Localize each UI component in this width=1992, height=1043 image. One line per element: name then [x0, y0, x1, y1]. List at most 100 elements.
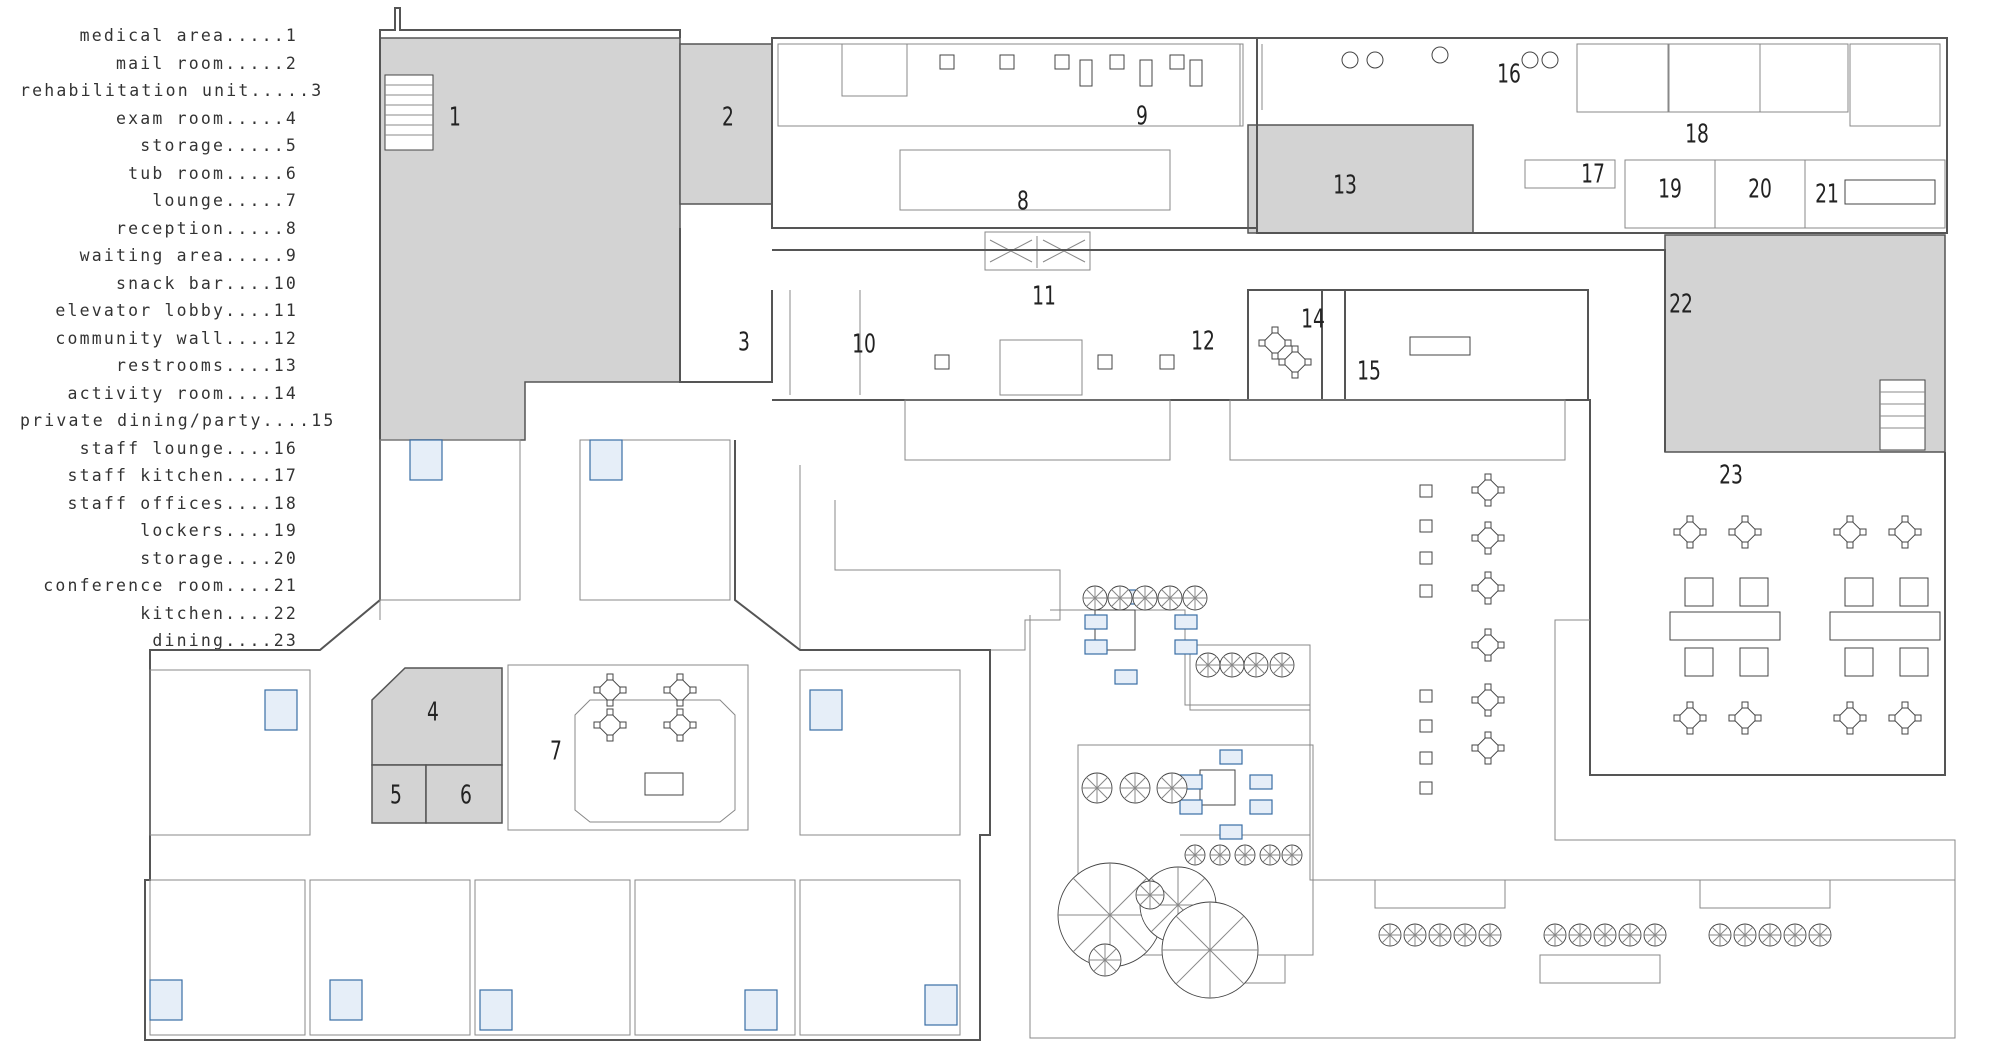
legend-item: tub room.....6: [128, 163, 298, 183]
room-number: 15: [1357, 357, 1381, 387]
chair-icon: [1291, 345, 1299, 353]
legend-item: restrooms....13: [115, 356, 298, 375]
table-icon: [1409, 336, 1471, 356]
room-number: 19: [1658, 175, 1682, 205]
room-number: 6: [460, 781, 472, 811]
table-icon: [666, 711, 694, 739]
table-icon: [1739, 577, 1769, 607]
tree-branch: [1464, 934, 1474, 944]
chair-icon: [1846, 727, 1854, 735]
tub-room: [425, 764, 503, 824]
tree-branch: [1223, 656, 1233, 666]
chair-icon: [1497, 641, 1505, 649]
chair-icon: [999, 54, 1015, 70]
tree-branch: [1237, 847, 1246, 856]
tree-branch: [1646, 926, 1656, 936]
chair-icon: [1673, 528, 1681, 536]
tree-branch: [1481, 934, 1491, 944]
chair-icon: [1366, 51, 1384, 69]
chair-icon: [1846, 515, 1854, 523]
chair-icon: [606, 673, 614, 681]
bench-icon: [1419, 689, 1433, 703]
chair-icon: [1284, 339, 1292, 347]
table-icon: [1731, 518, 1759, 546]
tree-branch: [1149, 884, 1161, 896]
sofa-icon: [1084, 639, 1108, 655]
chair-icon: [1271, 352, 1279, 360]
table-icon: [1261, 329, 1289, 357]
tree-branch: [1262, 854, 1271, 863]
tree-branch: [1086, 597, 1096, 607]
table-icon: [1739, 647, 1769, 677]
tree-branch: [1596, 926, 1606, 936]
tree-branch: [1284, 847, 1293, 856]
chair-icon: [1484, 628, 1492, 636]
tree-branch: [1579, 926, 1589, 936]
bed-icon: [589, 439, 623, 481]
chair-icon: [1686, 541, 1694, 549]
chair-icon: [606, 699, 614, 707]
tree-branch: [1646, 934, 1656, 944]
tree-branch: [1629, 926, 1639, 936]
legend-item: mail room.....2: [115, 53, 298, 73]
table-icon: [1891, 518, 1919, 546]
tree-branch: [1786, 934, 1796, 944]
legend-item: waiting area.....9: [79, 246, 298, 265]
sofa-icon: [1249, 774, 1273, 790]
chair-icon: [593, 721, 601, 729]
tree-branch: [1199, 664, 1209, 674]
tree-branch: [1489, 926, 1499, 936]
tree-branch: [1194, 854, 1203, 863]
tree-branch: [1439, 934, 1449, 944]
tree-branch: [1579, 934, 1589, 944]
legend-item: storage....20: [140, 548, 298, 568]
tree-branch: [1381, 926, 1391, 936]
chair-icon: [1741, 541, 1749, 549]
tree-branch: [1194, 847, 1203, 856]
table-icon: [1899, 577, 1929, 607]
chair-icon: [1741, 727, 1749, 735]
chair-icon: [1741, 515, 1749, 523]
chair-icon: [1859, 528, 1867, 536]
room-number: 8: [1017, 187, 1029, 217]
tree-branch: [1284, 854, 1293, 863]
legend-item: snack bar....10: [115, 273, 298, 293]
table-icon: [1899, 647, 1929, 677]
tree-branch: [1207, 664, 1217, 674]
tree-branch: [1381, 934, 1391, 944]
chair-icon: [1109, 54, 1125, 70]
tree-branch: [1149, 894, 1161, 906]
tree-branch: [1134, 787, 1146, 799]
sofa-icon: [1179, 799, 1203, 815]
chair-icon: [1471, 486, 1479, 494]
tree-branch: [1654, 926, 1664, 936]
tree-branch: [1139, 894, 1151, 906]
legend-item: lockers....19: [140, 521, 298, 540]
chair-icon: [1159, 354, 1175, 370]
table-icon: [666, 676, 694, 704]
tree-branch: [1604, 934, 1614, 944]
tree-branch: [1596, 934, 1606, 944]
chair-icon: [1271, 326, 1279, 334]
chair-icon: [1097, 354, 1113, 370]
west-wing-walls: [144, 439, 991, 1041]
chair-icon: [1754, 714, 1762, 722]
tree-branch: [1406, 926, 1416, 936]
chair-icon: [1859, 714, 1867, 722]
room-number: 5: [390, 781, 402, 811]
table-icon: [1676, 704, 1704, 732]
tree-branch: [1212, 847, 1221, 856]
furniture-layer: [149, 46, 1941, 1031]
chair-icon: [619, 686, 627, 694]
chair-icon: [689, 686, 697, 694]
legend-item: lounge.....7: [152, 191, 298, 210]
room-number: 12: [1191, 327, 1215, 357]
tree-branch: [1199, 656, 1209, 666]
table-icon: [1079, 59, 1093, 87]
chair-icon: [689, 721, 697, 729]
buffet-counter: [1669, 611, 1781, 641]
legend-item: private dining/party....15: [20, 411, 336, 430]
tree-branch: [1786, 926, 1796, 936]
tree-branch: [1086, 589, 1096, 599]
